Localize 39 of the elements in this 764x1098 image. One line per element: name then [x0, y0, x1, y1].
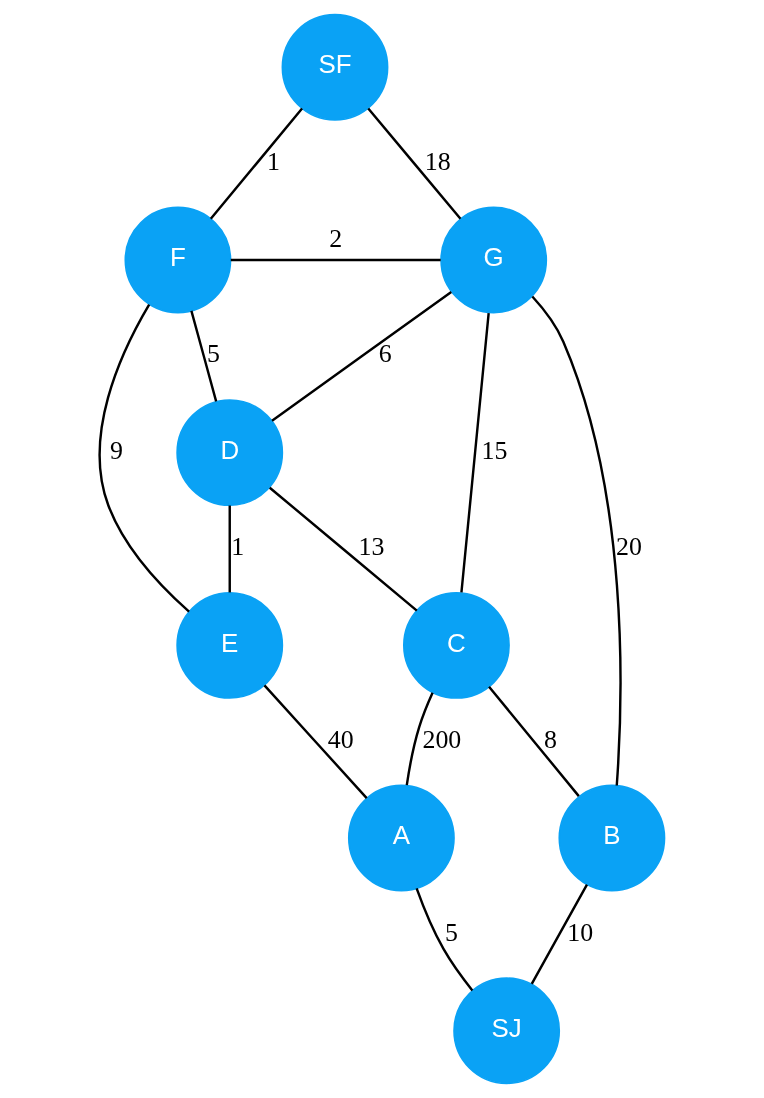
edge-label: 40: [327, 724, 354, 754]
node-circle: F: [124, 206, 232, 314]
edge-label: 18: [424, 146, 451, 176]
edge-label: 1: [266, 146, 280, 176]
connector: [228, 505, 231, 593]
connector: [263, 684, 368, 799]
node-circle: B: [558, 784, 666, 892]
edge-label: 13: [358, 532, 385, 562]
connector: [230, 258, 441, 262]
connector: [530, 883, 589, 985]
connector: [531, 295, 622, 786]
node-circle: SJ: [453, 977, 561, 1085]
node-circle: A: [347, 784, 455, 892]
connector: [268, 486, 418, 612]
connector: [405, 692, 434, 786]
edge-label: 5: [207, 339, 221, 369]
connector: [209, 107, 303, 220]
node-circle: SF: [281, 13, 389, 121]
edge-label: 20: [615, 532, 642, 562]
edge-label: 8: [543, 724, 557, 754]
connector: [367, 107, 462, 220]
edge-label: 6: [378, 339, 392, 369]
node-circle: G: [440, 206, 548, 314]
edge-label: 5: [445, 917, 459, 947]
node-circle: C: [403, 591, 510, 699]
connector: [460, 313, 490, 593]
connector: [190, 310, 218, 402]
node-circle: D: [176, 399, 284, 507]
edge-label: 2: [329, 223, 343, 253]
connector: [415, 888, 474, 992]
connector: [98, 303, 190, 613]
connector: [488, 685, 580, 797]
edge-label: 10: [567, 917, 594, 947]
connector: [271, 291, 452, 422]
edge-label: 1: [231, 532, 245, 562]
node-circle: E: [176, 591, 284, 699]
edge-label: 9: [109, 435, 123, 465]
edge-label: 15: [481, 435, 508, 465]
edge-label: 200: [422, 724, 462, 754]
